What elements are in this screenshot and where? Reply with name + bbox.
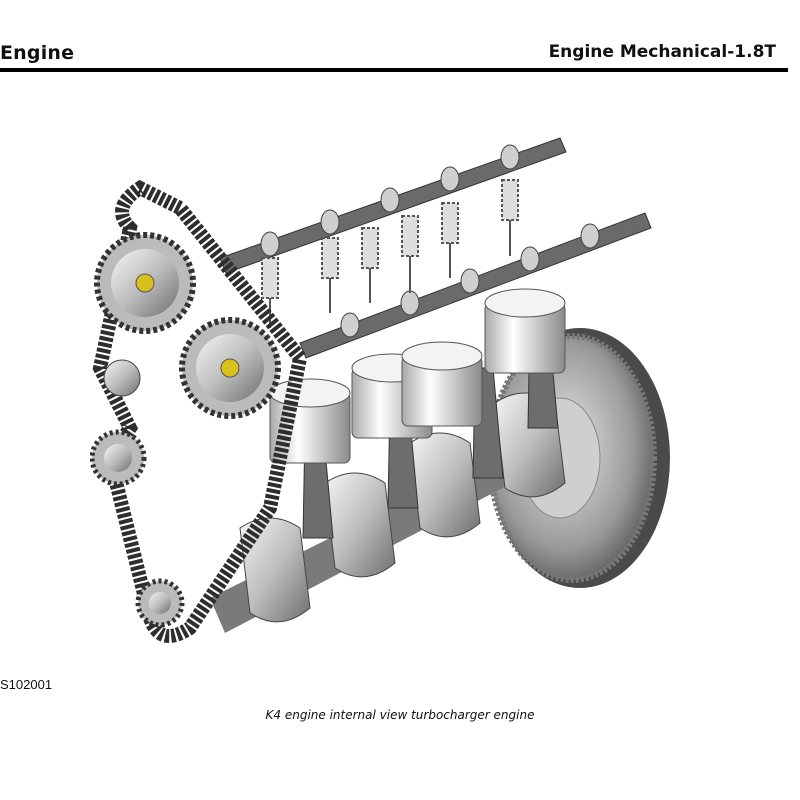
figure-id: S102001	[0, 677, 53, 692]
figure-caption: K4 engine internal view turbocharger eng…	[265, 708, 535, 722]
camshafts	[219, 137, 652, 359]
crank-gear	[135, 578, 185, 628]
chapter-title: Engine Mechanical-1.8T	[548, 42, 776, 62]
header-rule	[0, 68, 788, 72]
idler-pulley	[103, 359, 141, 397]
engine-illustration	[89, 128, 690, 668]
section-title: Engine	[0, 42, 75, 64]
timing-belt	[92, 179, 308, 643]
cam-gear-upper	[94, 232, 196, 334]
crankshaft	[210, 392, 566, 633]
tensioner-gear	[89, 429, 147, 487]
cam-gear-lower	[179, 317, 281, 419]
pistons	[269, 288, 566, 464]
